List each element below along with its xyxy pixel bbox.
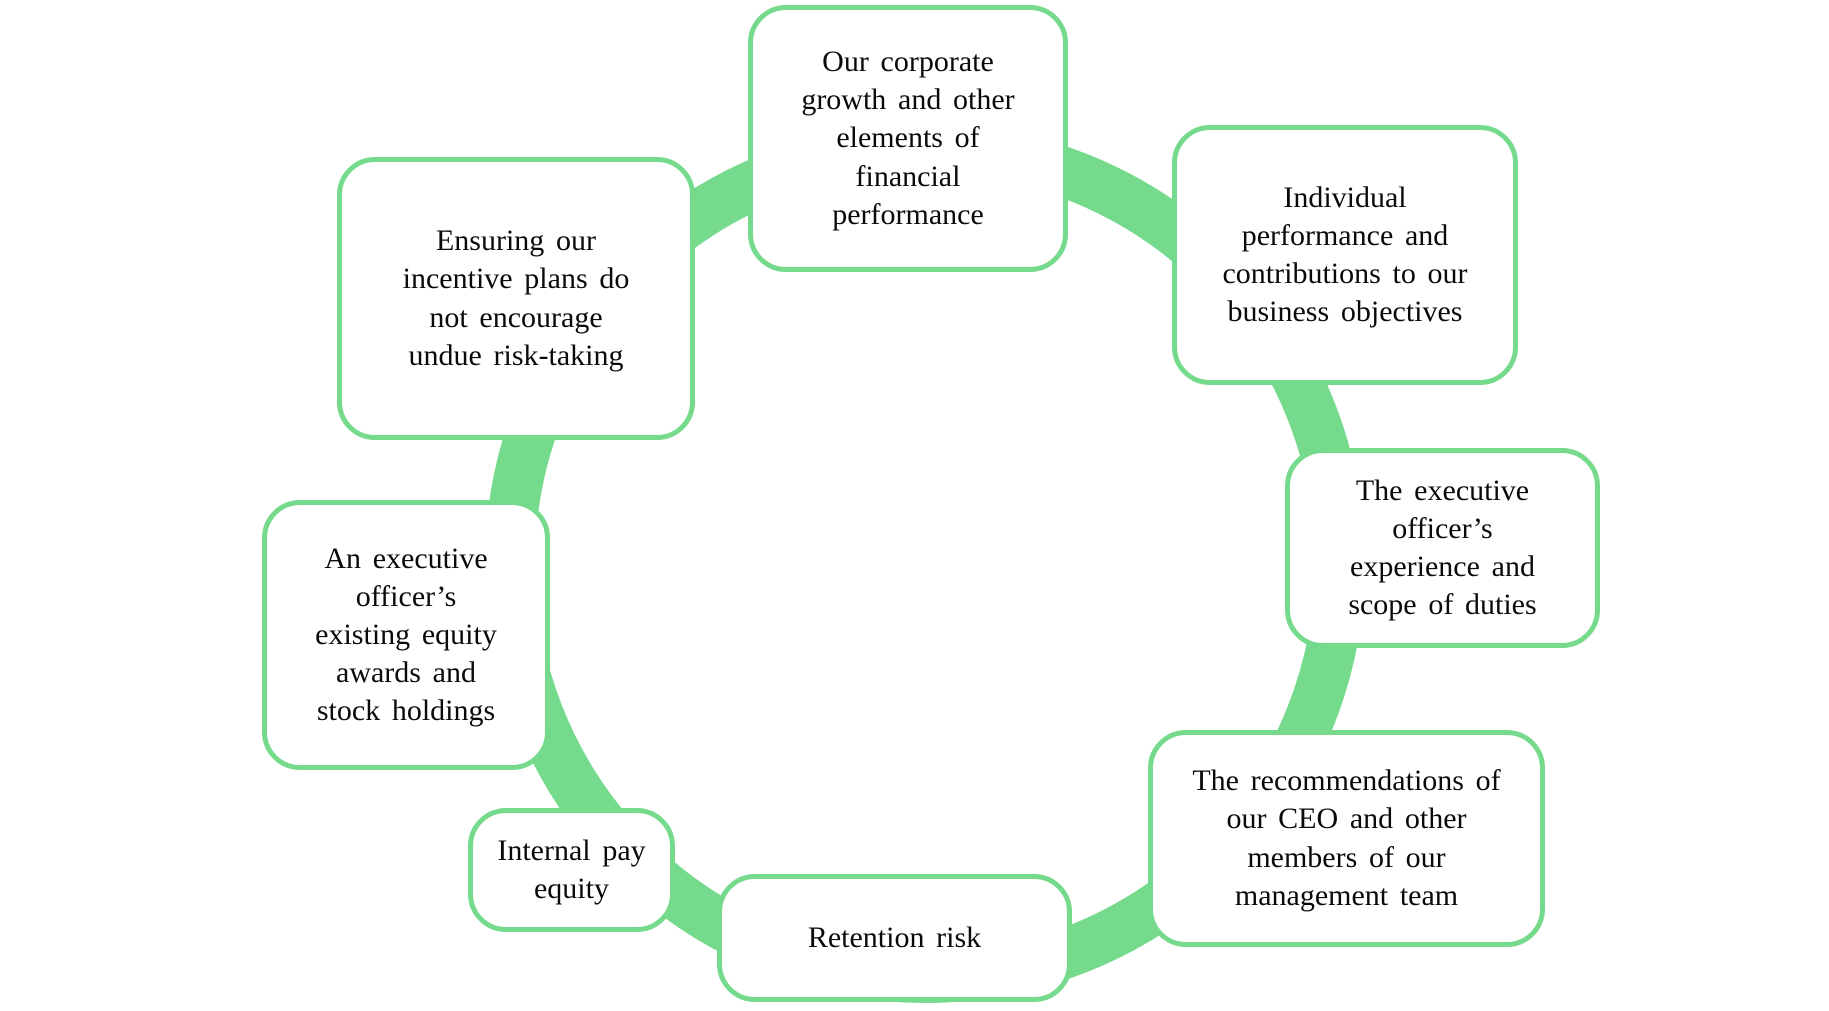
node-internal-pay-equity: Internal pay equity	[468, 808, 675, 932]
node-label: The executive officer’s experience and s…	[1348, 473, 1537, 622]
node-label: Individual performance and contributions…	[1222, 180, 1468, 329]
node-undue-risk-taking: Ensuring our incentive plans do not enco…	[337, 157, 695, 440]
node-retention-risk: Retention risk	[717, 874, 1072, 1002]
node-label: Internal pay equity	[497, 833, 646, 905]
node-experience-scope: The executive officer’s experience and s…	[1285, 448, 1600, 648]
node-individual-performance: Individual performance and contributions…	[1172, 125, 1518, 385]
node-label: An executive officer’s existing equity a…	[315, 541, 497, 728]
node-ceo-recommendations: The recommendations of our CEO and other…	[1148, 730, 1545, 947]
node-existing-equity-awards: An executive officer’s existing equity a…	[262, 500, 550, 770]
node-label: Our corporate growth and other elements …	[801, 45, 1015, 231]
node-label: Retention risk	[807, 920, 982, 954]
node-corporate-growth: Our corporate growth and other elements …	[748, 5, 1068, 272]
node-label: Ensuring our incentive plans do not enco…	[402, 224, 630, 372]
node-label: The recommendations of our CEO and other…	[1192, 764, 1501, 912]
